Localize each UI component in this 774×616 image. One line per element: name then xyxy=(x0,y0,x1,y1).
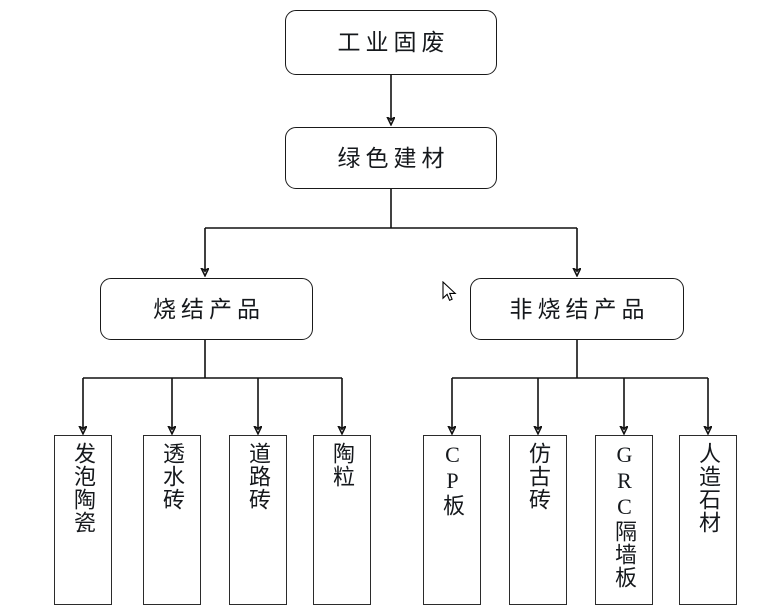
leaf-box-artificial-stone[interactable]: 人造石材 xyxy=(679,435,737,605)
node-label: 烧结产品 xyxy=(153,296,265,322)
leaf-box-foamed-ceramic[interactable]: 发泡陶瓷 xyxy=(54,435,112,605)
leaf-label: 仿古砖 xyxy=(525,442,551,511)
leaf-label: 透水砖 xyxy=(159,442,185,511)
node-label: 工业固废 xyxy=(337,30,450,55)
leaf-label: 发泡陶瓷 xyxy=(70,442,96,534)
leaf-label: GRC隔墙板 xyxy=(611,442,637,589)
leaf-label: 道路砖 xyxy=(245,442,271,511)
leaf-label: CP板 xyxy=(439,442,465,517)
node-non-sintered-products[interactable]: 非烧结产品 xyxy=(470,278,684,340)
leaf-box-road-brick[interactable]: 道路砖 xyxy=(229,435,287,605)
leaf-box-cp-board[interactable]: CP板 xyxy=(423,435,481,605)
leaf-box-antique-brick[interactable]: 仿古砖 xyxy=(509,435,567,605)
leaf-box-permeable-brick[interactable]: 透水砖 xyxy=(143,435,201,605)
leaf-box-ceramsite[interactable]: 陶粒 xyxy=(313,435,371,605)
leaf-box-grc-partition-board[interactable]: GRC隔墙板 xyxy=(595,435,653,605)
node-sintered-products[interactable]: 烧结产品 xyxy=(100,278,313,340)
mouse-cursor-icon xyxy=(442,281,457,302)
node-green-building-materials[interactable]: 绿色建材 xyxy=(285,127,497,189)
node-label: 非烧结产品 xyxy=(509,296,650,322)
node-industrial-solid-waste[interactable]: 工业固废 xyxy=(285,10,497,75)
leaf-label: 人造石材 xyxy=(695,442,721,534)
node-label: 绿色建材 xyxy=(337,145,450,171)
leaf-label: 陶粒 xyxy=(329,442,355,488)
